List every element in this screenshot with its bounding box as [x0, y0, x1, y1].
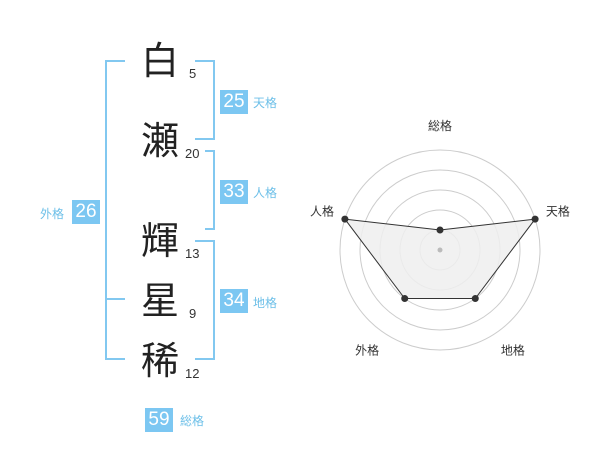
name-char-1: 白 — [140, 39, 179, 83]
name-char-4: 星 — [140, 279, 179, 323]
chikaku-value-badge: 34 — [220, 289, 248, 313]
tenkaku-bracket — [195, 60, 215, 140]
gaikaku-label: 外格 — [40, 207, 65, 221]
radar-point — [471, 295, 479, 303]
radar-point — [341, 215, 349, 223]
radar-grid-ring — [339, 149, 541, 351]
tenkaku-value-badge: 25 — [220, 90, 248, 114]
name-char-3: 輝 — [140, 219, 179, 263]
gaikaku-bracket-tick — [105, 298, 125, 300]
stroke-count-4: 9 — [189, 306, 197, 321]
name-char-5: 稀 — [140, 339, 179, 383]
radar-axis-label: 人格 — [310, 204, 334, 219]
radar-center-dot — [437, 247, 443, 253]
radar-axis-label: 地格 — [501, 342, 525, 357]
radar-axis-label: 外格 — [355, 342, 379, 357]
stroke-count-1: 5 — [189, 66, 197, 81]
chikaku-bracket — [195, 240, 215, 360]
radar-point — [436, 226, 444, 234]
radar-axis-label: 天格 — [546, 204, 570, 219]
chikaku-label: 地格 — [253, 296, 278, 310]
radar-grid-ring — [359, 169, 521, 331]
gaikaku-bracket — [105, 60, 125, 360]
stroke-count-3: 13 — [185, 246, 200, 261]
soukaku-value-badge: 59 — [145, 408, 173, 432]
gaikaku-value-badge: 26 — [72, 200, 100, 224]
radar-point — [531, 215, 539, 223]
radar-series-area — [343, 218, 537, 300]
jinkaku-value-badge: 33 — [220, 180, 248, 204]
radar-point — [401, 295, 409, 303]
jinkaku-bracket — [205, 150, 215, 230]
soukaku-label: 総格 — [180, 414, 205, 428]
radar-axis-label: 総格 — [428, 118, 452, 133]
jinkaku-label: 人格 — [253, 186, 278, 200]
name-char-2: 瀬 — [140, 119, 179, 163]
stroke-count-2: 20 — [185, 146, 200, 161]
stroke-count-5: 12 — [185, 366, 200, 381]
tenkaku-label: 天格 — [253, 96, 278, 110]
